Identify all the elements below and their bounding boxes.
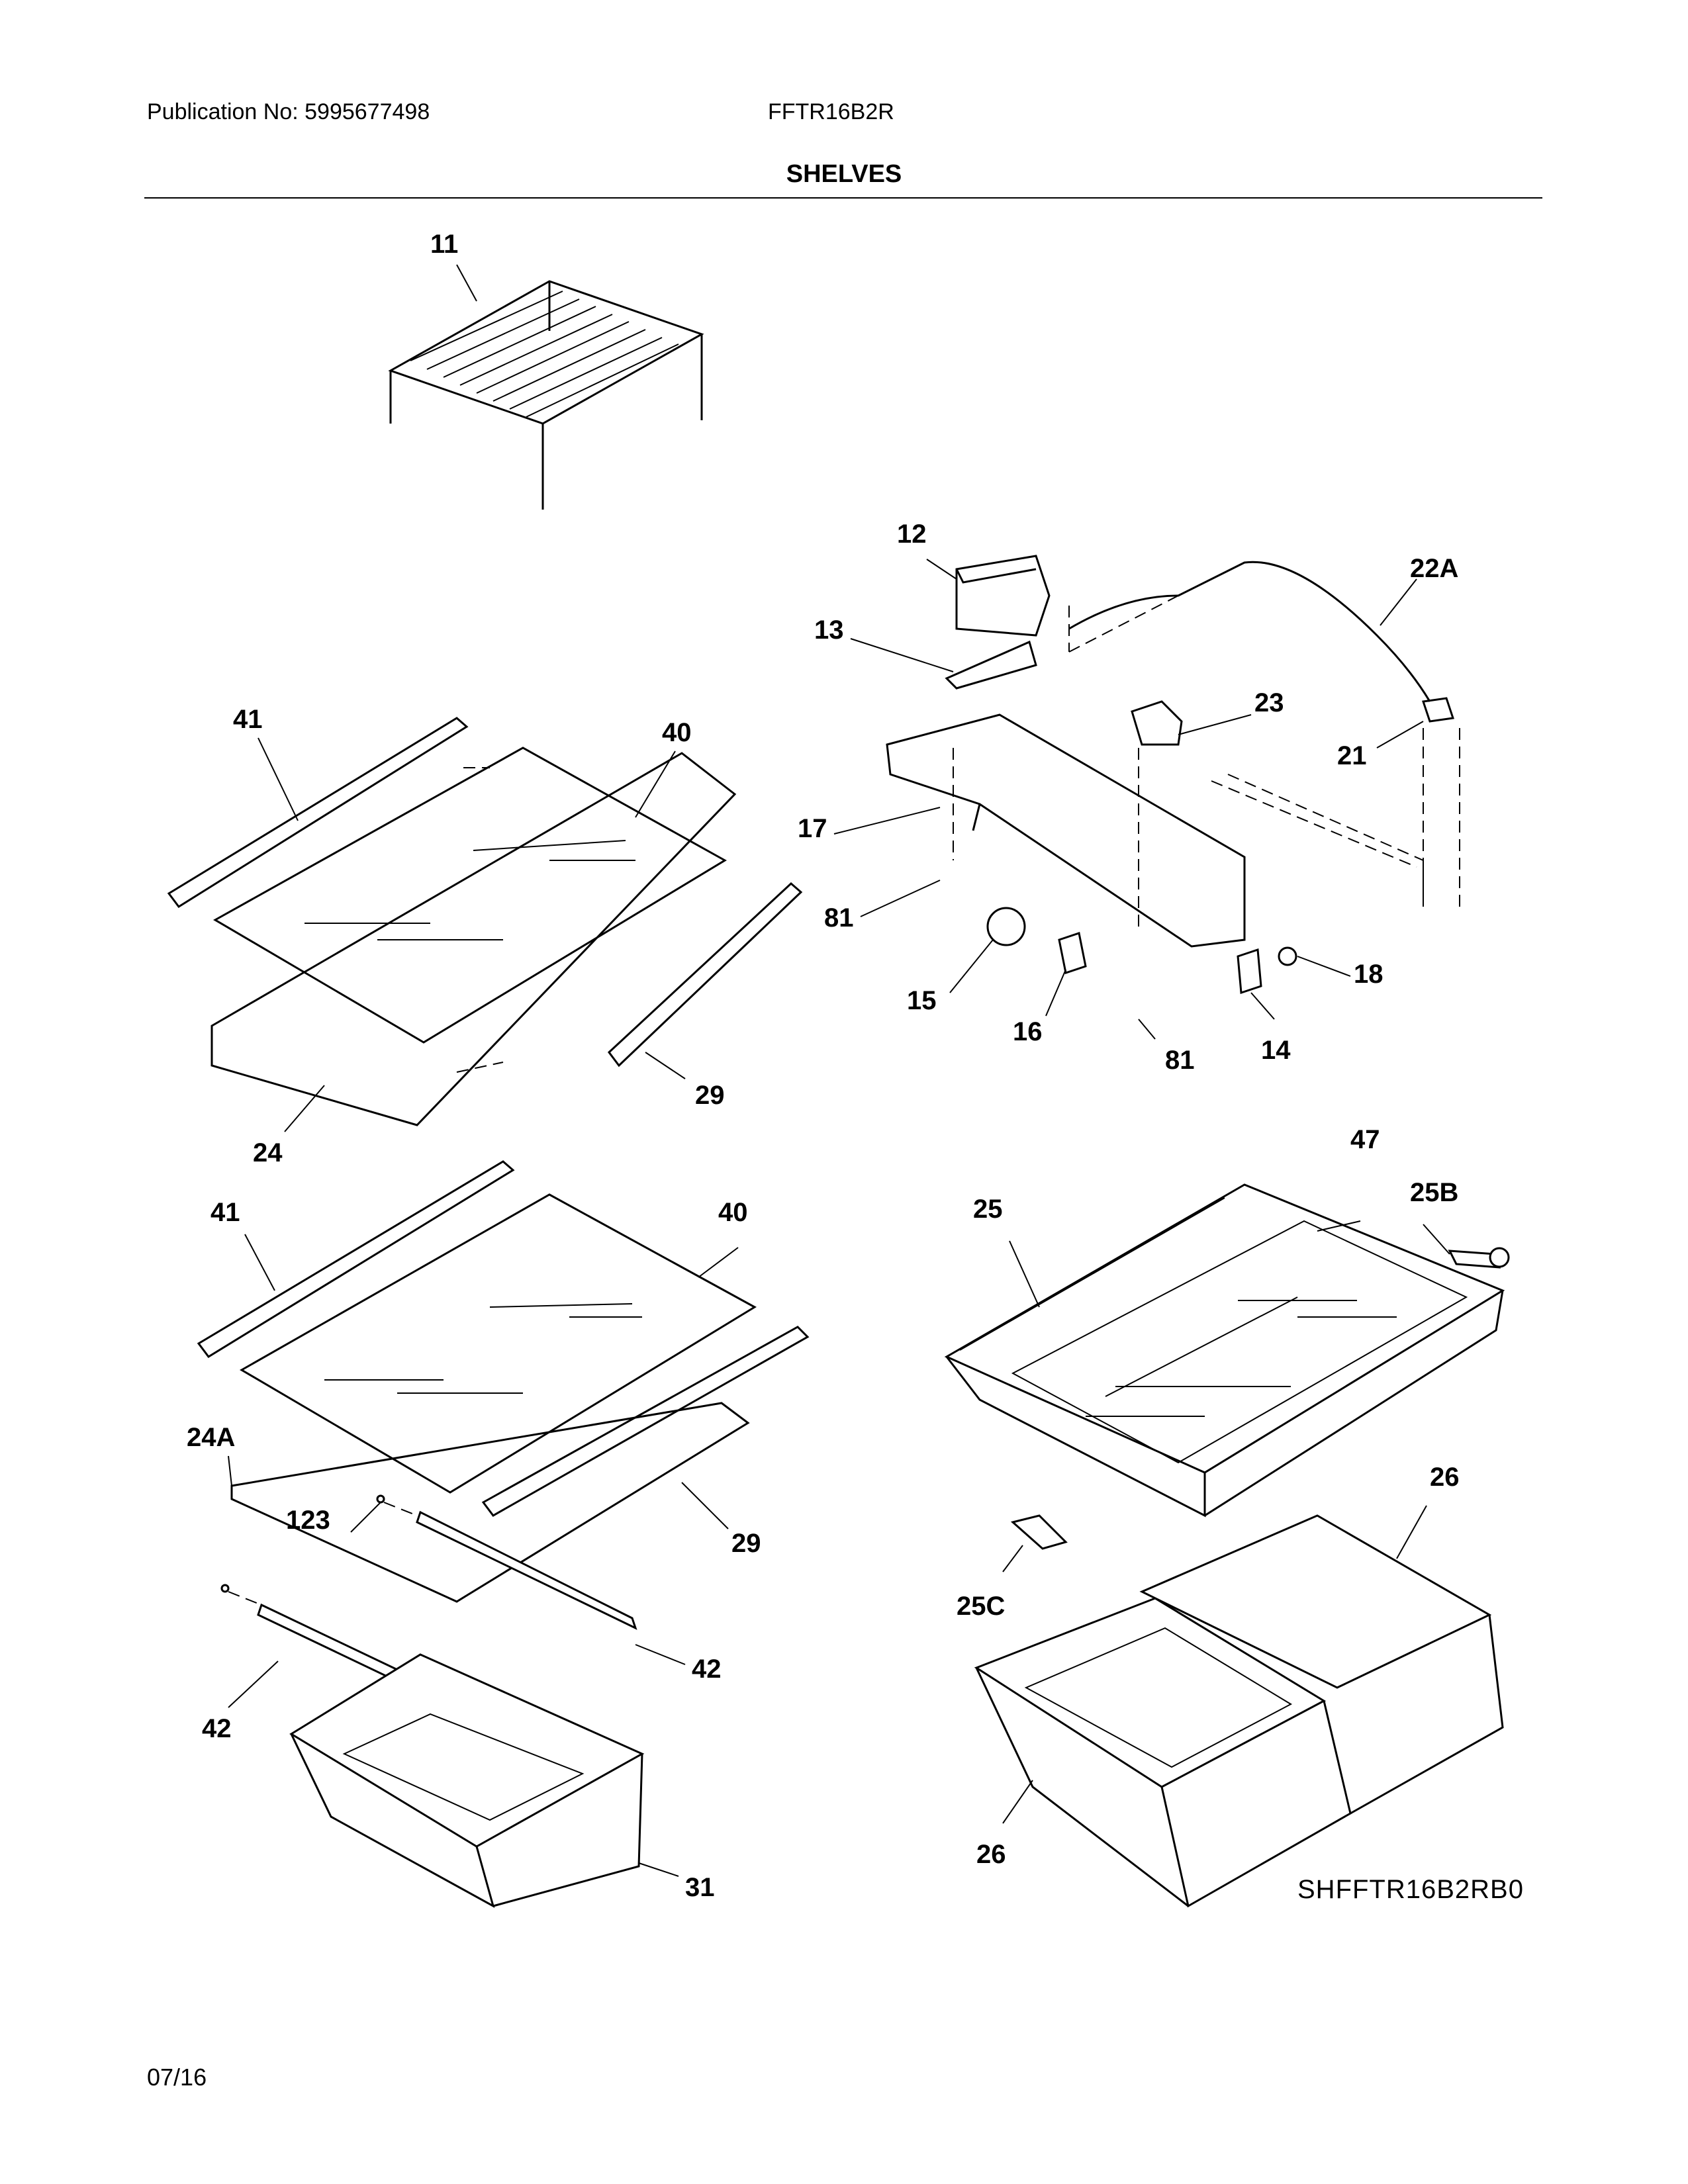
callout-31: 31 — [685, 1873, 715, 1902]
callout-11: 11 — [430, 230, 458, 259]
section-title: SHELVES — [786, 160, 902, 188]
callout-16: 16 — [1013, 1017, 1043, 1046]
callout-13: 13 — [814, 615, 844, 645]
callout-25C: 25C — [957, 1592, 1005, 1621]
callout-123: 123 — [286, 1506, 330, 1535]
callout-25B: 25B — [1410, 1178, 1458, 1207]
callout-81-left: 81 — [824, 903, 854, 933]
callout-17: 17 — [798, 814, 827, 843]
crisper-drawer-part-31 — [289, 1653, 645, 1909]
callout-41-upper: 41 — [233, 705, 263, 734]
publication-number: Publication No: 5995677498 — [147, 99, 430, 124]
lower-glass-shelf-assembly — [197, 1160, 810, 1723]
callout-labels: 11 12 13 22A 23 21 17 81 15 16 81 14 18 … — [187, 230, 1460, 1902]
diagram-code: SHFFTR16B2RB0 — [1297, 1875, 1524, 1904]
crisper-cover-assembly — [944, 1183, 1510, 1550]
callout-42-right: 42 — [692, 1655, 722, 1684]
leader-lines — [228, 264, 1450, 1877]
callout-14: 14 — [1261, 1036, 1291, 1065]
callout-81-right: 81 — [1165, 1046, 1195, 1075]
callout-42-left: 42 — [202, 1714, 232, 1743]
callout-22A: 22A — [1410, 554, 1458, 583]
callout-25: 25 — [973, 1195, 1003, 1224]
callout-24A: 24A — [187, 1423, 235, 1452]
callout-40-upper: 40 — [662, 718, 692, 747]
callout-40-lower: 40 — [718, 1198, 748, 1227]
header-rule — [144, 197, 1542, 199]
upper-glass-shelf-assembly — [167, 717, 803, 1126]
light-housing-assembly — [886, 555, 1460, 995]
callout-24: 24 — [253, 1138, 283, 1167]
callout-12: 12 — [897, 520, 927, 549]
callout-26-left: 26 — [976, 1840, 1006, 1869]
callout-18: 18 — [1354, 960, 1383, 989]
callout-29-lower: 29 — [731, 1529, 761, 1558]
callout-15: 15 — [907, 986, 937, 1015]
callout-21: 21 — [1337, 741, 1367, 770]
callout-26-right: 26 — [1430, 1463, 1460, 1492]
model-number: FFTR16B2R — [768, 99, 894, 124]
callout-41-lower: 41 — [211, 1198, 240, 1227]
publication-date: 07/16 — [147, 2064, 207, 2091]
wire-shelf-part-11 — [388, 280, 704, 510]
callout-47: 47 — [1350, 1125, 1380, 1154]
callout-23: 23 — [1254, 688, 1284, 717]
callout-29-upper: 29 — [695, 1081, 725, 1110]
crisper-drawers-part-26 — [974, 1514, 1504, 1908]
